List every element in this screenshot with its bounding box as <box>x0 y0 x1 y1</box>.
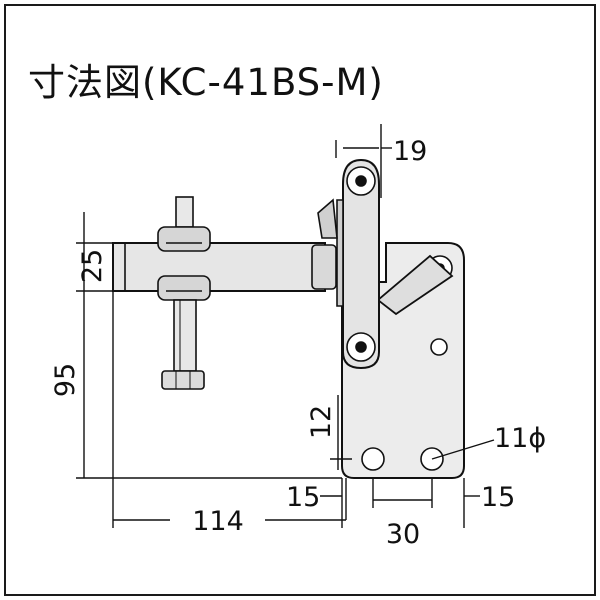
drawing-frame <box>4 4 596 596</box>
dim-label-114: 114 <box>192 506 244 537</box>
dim-label-15-right: 15 <box>481 482 515 513</box>
dim-label-hole-diameter: 11ϕ <box>494 423 546 454</box>
link-arm <box>376 254 454 316</box>
clamp-lever <box>317 158 380 370</box>
dim-label-25: 25 <box>77 249 108 283</box>
mounting-holes <box>361 447 444 471</box>
spindle-bolt <box>157 196 211 390</box>
dim-label-30: 30 <box>386 519 420 550</box>
dim-label-12: 12 <box>306 405 337 439</box>
drawing-title: 寸法図(KC-41BS-M) <box>28 61 384 104</box>
dim-label-15-left: 15 <box>286 482 320 513</box>
dim-label-95: 95 <box>50 363 81 397</box>
dimension-labels: 19 25 95 12 11ϕ 114 15 30 15 <box>50 136 546 550</box>
dim-label-19: 19 <box>393 136 427 167</box>
handle-bar <box>112 242 337 292</box>
dimension-lines <box>76 124 495 528</box>
